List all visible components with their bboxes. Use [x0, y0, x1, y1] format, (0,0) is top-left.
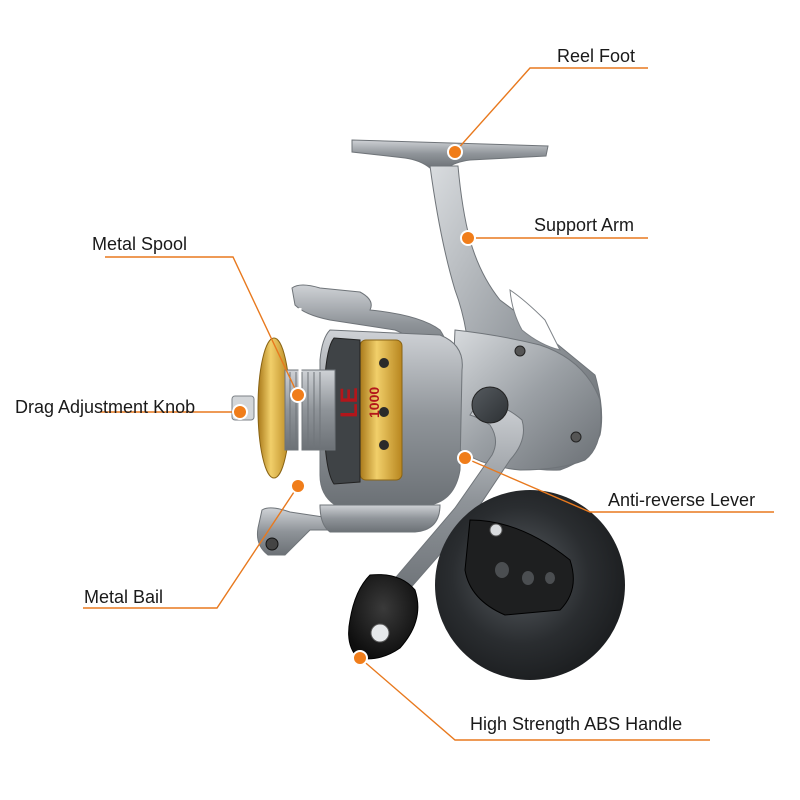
dot-metal-spool	[290, 387, 306, 403]
callout-dots	[232, 144, 476, 666]
spool-hole-1	[379, 358, 389, 368]
dot-reel-foot	[447, 144, 463, 160]
label-reel-foot: Reel Foot	[557, 46, 636, 66]
inset-dot-2	[522, 571, 534, 585]
dot-support-arm	[460, 230, 476, 246]
body-screw-1	[514, 345, 526, 357]
leader-bail	[83, 485, 299, 609]
abs-handle-knob	[348, 574, 419, 660]
leader-metal-spool	[105, 256, 299, 396]
dot-anti-reverse	[457, 450, 473, 466]
leader-handle	[359, 657, 710, 741]
dot-bail	[290, 478, 306, 494]
label-metal-bail: Metal Bail	[84, 587, 164, 607]
label-metal-spool: Metal Spool	[92, 234, 188, 254]
inset-screw	[489, 523, 503, 537]
inset-dot-1	[495, 562, 509, 578]
leader-anti-reverse	[464, 457, 774, 513]
label-abs-handle: High Strength ABS Handle	[470, 714, 683, 734]
reel-body-shape	[449, 329, 602, 471]
inset-dot-3	[545, 572, 555, 584]
spool-hole-2	[379, 407, 389, 417]
size-marking: 1000	[366, 386, 382, 418]
label-drag-adjustment-knob: Drag Adjustment Knob	[15, 397, 196, 417]
leader-reel-foot	[454, 67, 648, 153]
bail-screw	[265, 537, 279, 551]
leader-lines	[83, 67, 774, 741]
inset-lever-body	[464, 519, 574, 616]
handle-knob-cap	[370, 623, 390, 643]
body-screw-2	[570, 431, 582, 443]
spool-threads	[289, 372, 321, 448]
spool-hole-3	[379, 440, 389, 450]
rotor-top-shape	[291, 284, 449, 363]
spool-shaft	[284, 369, 336, 451]
dot-drag	[232, 404, 248, 420]
handle-hub	[471, 386, 509, 424]
model-marking: LE	[336, 387, 363, 418]
label-anti-reverse-lever: Anti-reverse Lever	[608, 490, 756, 510]
support-arm-cutout	[509, 289, 561, 351]
label-support-arm: Support Arm	[534, 215, 635, 235]
dot-handle	[352, 650, 368, 666]
bail-lower-rotor	[319, 504, 441, 533]
